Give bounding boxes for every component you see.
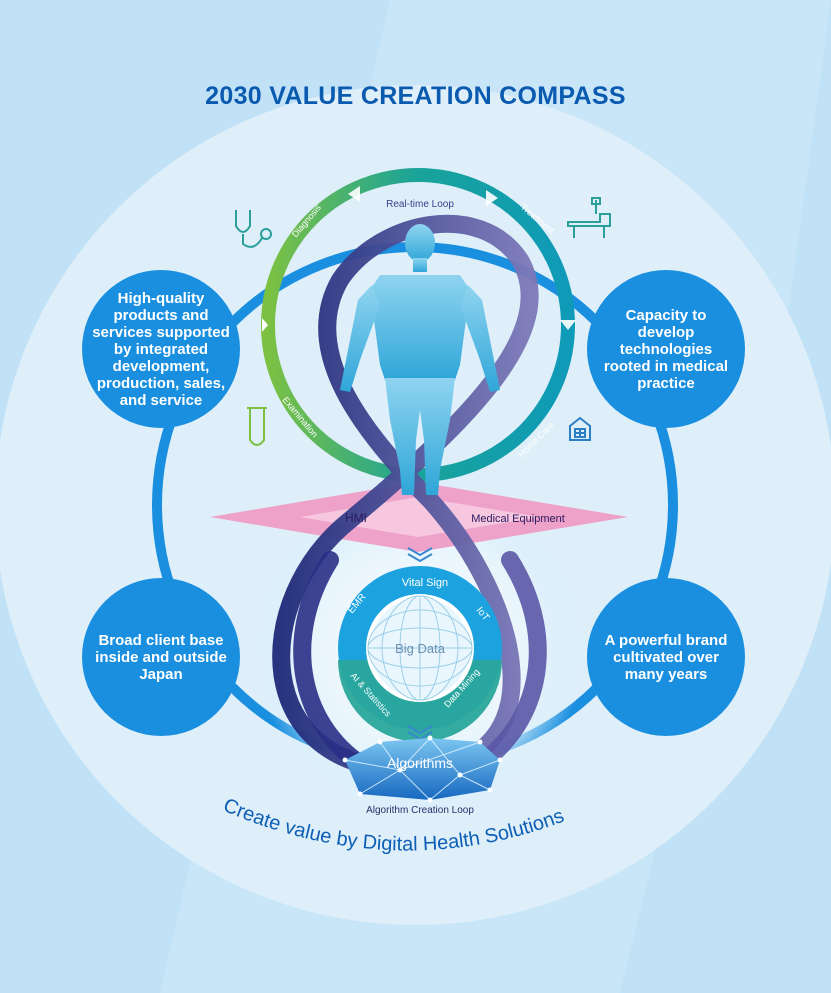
strength-bubble-integrated-products: High-quality products and services suppo… [82,270,240,428]
human-body-figure [340,224,500,495]
stethoscope-icon [235,210,272,248]
big-data-label: Big Data [395,641,446,656]
down-chevron-icon [407,547,433,563]
input-vital-sign: Vital Sign [402,577,448,589]
test-tube-icon [247,407,267,446]
algorithm-creation-loop-label: Algorithm Creation Loop [366,805,474,816]
strength-bubble-brand: A powerful brand cultivated over many ye… [587,578,745,736]
house-icon [569,416,591,441]
real-time-loop-label: Real-time Loop [386,199,454,210]
algorithms-label: Algorithms [387,755,453,771]
strength-bubble-client-base: Broad client base inside and outside Jap… [82,578,240,736]
hospital-bed-icon [567,197,611,238]
page-title: 2030 VALUE CREATION COMPASS [205,82,626,110]
figure-eight-loop [272,214,539,779]
background-shape [620,0,831,993]
algorithms-network [342,735,503,803]
interface-hmi-label: HMI [345,511,367,525]
strength-bubble-technology-capacity: Capacity to develop technologies rooted … [587,270,745,428]
interface-medical-equipment-label: Medical Equipment [471,513,565,525]
